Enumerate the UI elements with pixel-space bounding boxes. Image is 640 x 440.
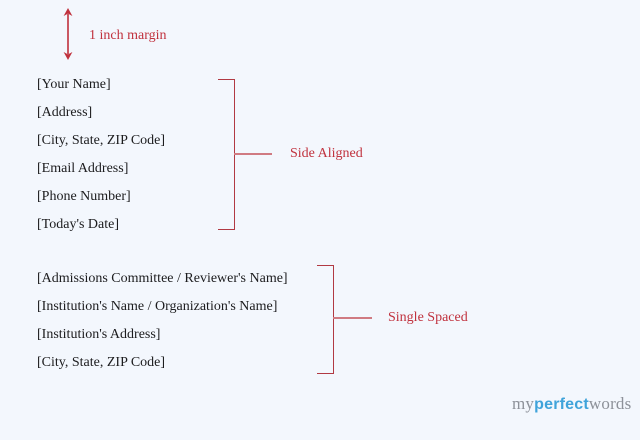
side-aligned-connector-line [234, 153, 272, 155]
sender-line: [City, State, ZIP Code] [37, 133, 166, 148]
single-spaced-connector-line [333, 317, 372, 319]
vertical-margin-arrow-icon [60, 8, 76, 60]
recipient-line: [Institution's Address] [37, 327, 161, 342]
logo-part-perfect: perfect [534, 396, 589, 413]
single-spaced-label: Single Spaced [388, 310, 468, 325]
sender-line: [Address] [37, 105, 93, 120]
recipient-line: [Admissions Committee / Reviewer's Name] [37, 271, 288, 286]
sender-line: [Phone Number] [37, 189, 131, 204]
single-spaced-bracket [317, 265, 334, 374]
side-aligned-bracket [218, 79, 235, 230]
recipient-address-block: [Admissions Committee / Reviewer's Name]… [37, 265, 288, 377]
logo-part-words: words [588, 394, 632, 413]
sender-line: [Your Name] [37, 77, 111, 92]
logo-part-my: my [512, 394, 535, 413]
sender-line: [Today's Date] [37, 217, 120, 232]
myperfectwords-logo: myperfectwords [512, 394, 631, 414]
margin-annotation-label: 1 inch margin [89, 28, 167, 43]
recipient-line: [City, State, ZIP Code] [37, 355, 166, 370]
sender-line: [Email Address] [37, 161, 129, 176]
side-aligned-label: Side Aligned [290, 146, 363, 161]
sender-address-block: [Your Name] [Address] [City, State, ZIP … [37, 71, 165, 239]
recipient-line: [Institution's Name / Organization's Nam… [37, 299, 278, 314]
